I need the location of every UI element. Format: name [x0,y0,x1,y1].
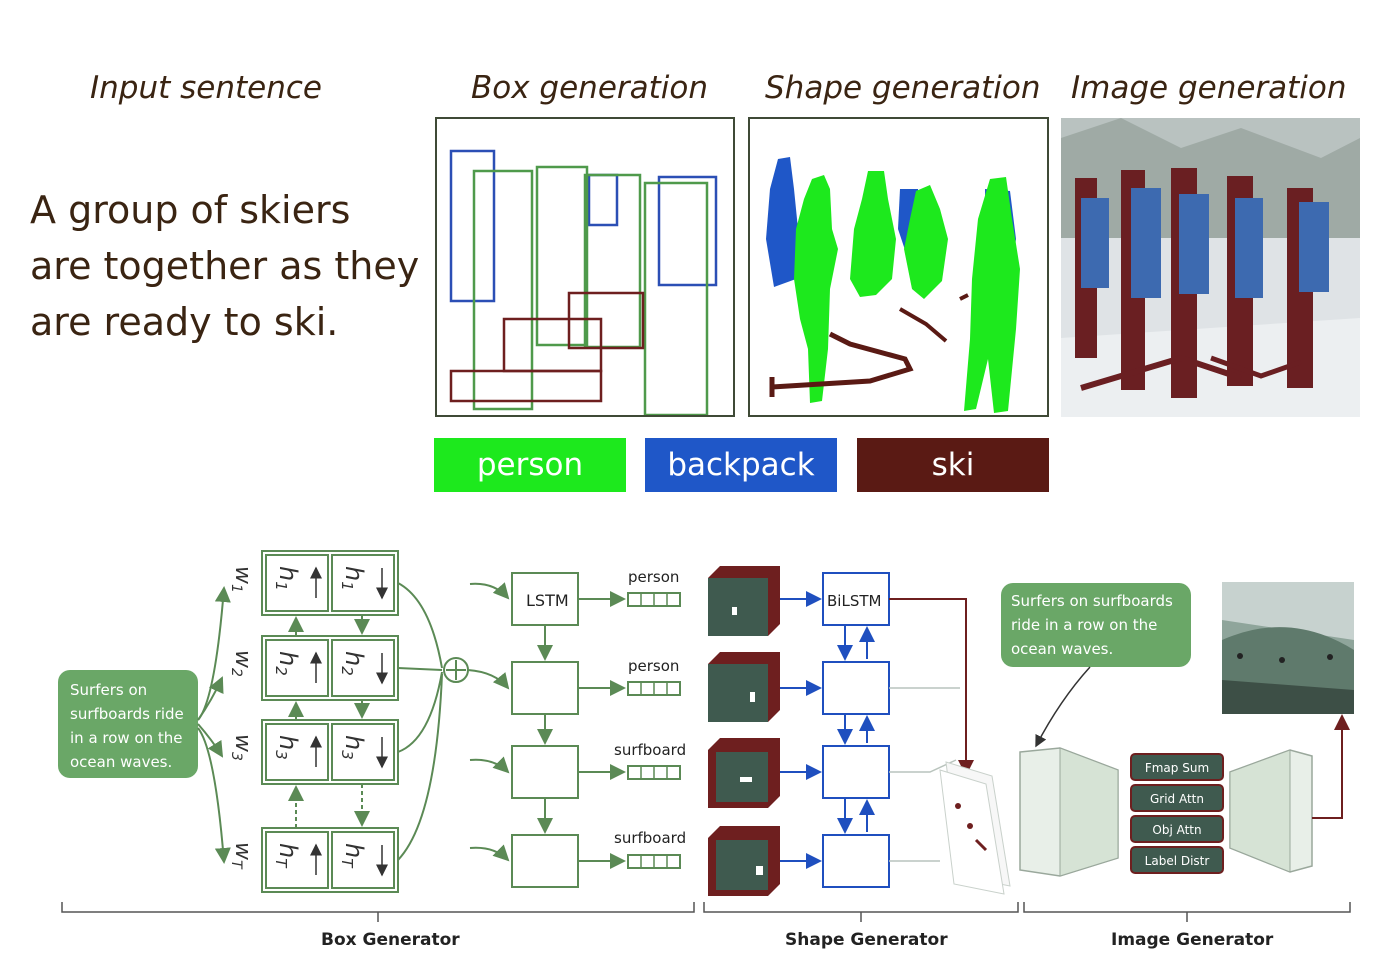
generated-surf-image [1222,582,1354,714]
module-label: Label Distr [1145,854,1210,868]
section-braces [61,902,1351,922]
image-text-line: Surfers on surfboards [1011,592,1173,610]
output-label: surfboard [614,741,686,759]
image-decoder [1229,749,1313,873]
input-text-line: Surfers on [70,681,147,699]
module-label: Grid Attn [1150,792,1204,806]
lstm-label: LSTM [526,591,569,610]
bilstm-cell [822,572,890,626]
module-label: Fmap Sum [1145,761,1209,775]
output-vectors [627,592,681,869]
hidden-forward-label: h3 [272,735,302,760]
word-label: w2 [228,650,255,677]
sentence-line: are together as they [30,244,420,288]
hidden-backward-label: h1 [338,566,368,591]
bilstm-label: BiLSTM [827,592,881,610]
input-text-line: surfboards ride [70,705,184,723]
word-label: w3 [228,734,255,761]
box-generation-panel [435,117,735,417]
header-shape-generation: Shape generation [765,70,1041,106]
sentence-line: are ready to ski. [30,300,339,344]
hidden-forward-label: hT [272,843,302,869]
hidden-backward-label: h3 [338,735,368,760]
word-label: wT [228,842,255,870]
header-image-generation: Image generation [1071,70,1347,106]
hidden-backward-label: hT [338,843,368,869]
bounding-boxes [449,149,718,417]
output-label: surfboard [614,829,686,847]
header-box-generation: Box generation [471,70,709,106]
mask-stack [939,761,1011,895]
input-text-line: in a row on the [70,729,183,747]
generated-skiers-image [1061,118,1360,417]
input-text-line: ocean waves. [70,753,172,771]
image-text-bubble [1001,583,1191,667]
image-encoder [1019,747,1119,877]
legend-person: person [434,438,626,492]
word-arrows [197,586,231,864]
word-label: w1 [228,566,255,593]
output-label: person [628,657,679,675]
hidden-backward-label: h2 [338,651,368,676]
section-label-box-generator: Box Generator [321,930,460,950]
lstm-cell [511,572,579,626]
module-label: Obj Attn [1152,823,1201,837]
legend-ski: ski [857,438,1049,492]
hidden-forward-label: h2 [272,651,302,676]
section-label-shape-generator: Shape Generator [785,930,948,950]
architecture-diagram: Surfers on surfboards ride in a row on t… [58,550,1354,922]
input-sentence: A group of skiers are together as they a… [30,182,419,350]
attention-modules [1130,753,1224,874]
header-input-sentence: Input sentence [90,70,322,106]
input-text-bubble [58,670,198,778]
legend-backpack: backpack [645,438,837,492]
sentence-line: A group of skiers [30,188,351,232]
hidden-forward-label: h1 [272,566,302,591]
output-label: person [628,568,679,586]
image-text-line: ocean waves. [1011,640,1113,658]
section-label-image-generator: Image Generator [1111,930,1274,950]
encoder-cells [261,550,399,893]
image-text-line: ride in a row on the [1011,616,1157,634]
shape-cubes [708,566,780,896]
shape-generation-panel [748,117,1049,417]
generated-image [1061,118,1360,417]
shape-masks [766,157,1020,413]
